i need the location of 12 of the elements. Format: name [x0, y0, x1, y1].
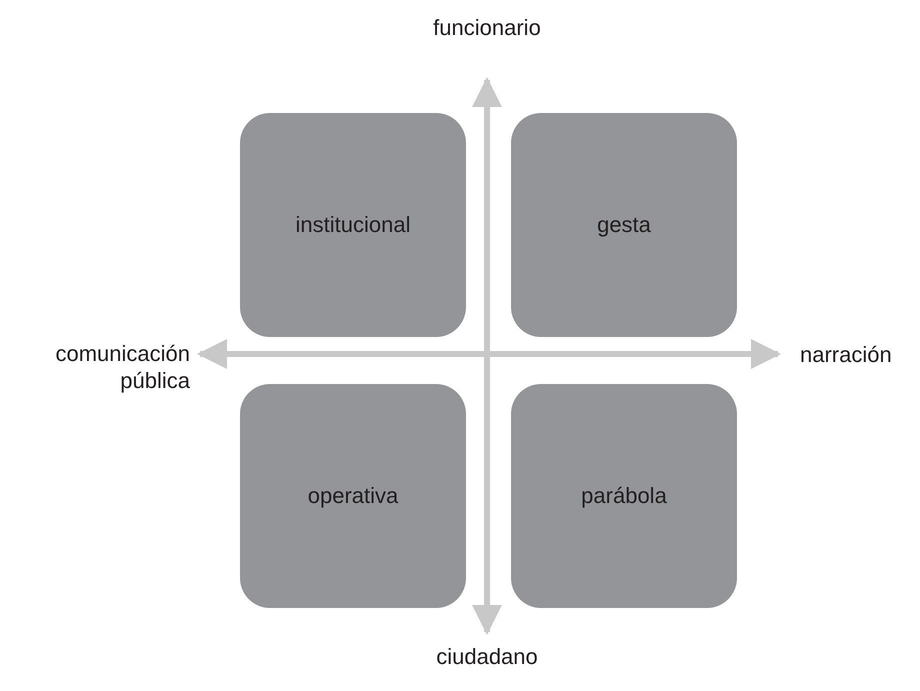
quadrant-box [511, 113, 737, 337]
axis-label: funcionario [432, 14, 542, 41]
quadrant-box [240, 384, 466, 608]
axis-label: narración [800, 341, 893, 368]
quadrant-label: parábola [581, 483, 667, 509]
quadrant-label: operativa [308, 483, 398, 509]
axis-label: comunicación pública [54, 340, 190, 394]
quadrant-label: institucional [296, 212, 410, 238]
axis-label: ciudadano [435, 643, 539, 670]
quadrant-label: gesta [597, 212, 651, 238]
quadrant-box [511, 384, 737, 608]
quadrant-box [240, 113, 466, 337]
